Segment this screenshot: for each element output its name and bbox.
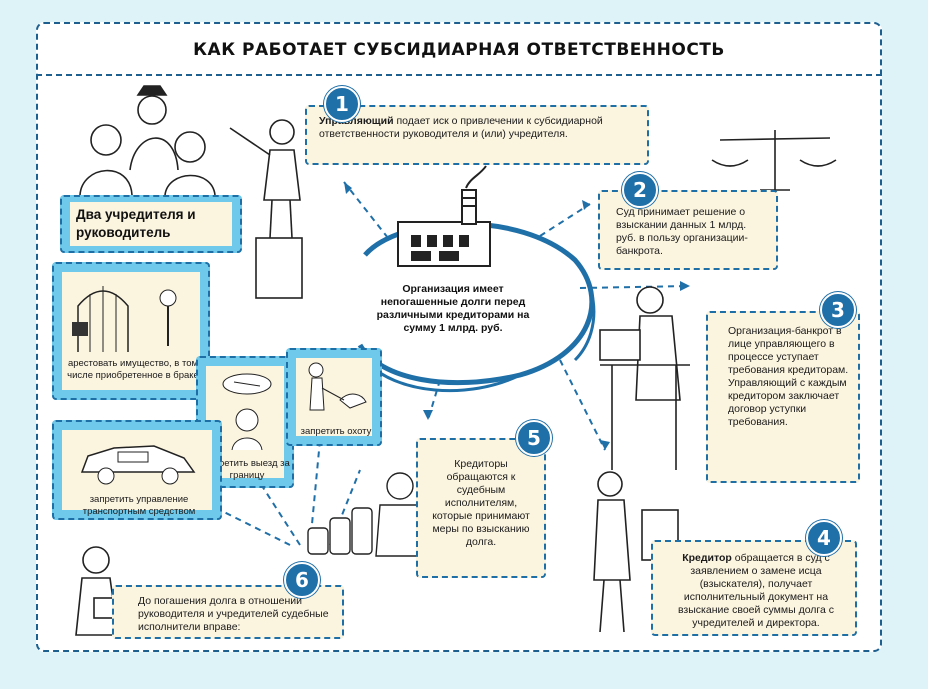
- action-driving-box: запретить управление транспортным средст…: [52, 420, 222, 520]
- step-3-badge: 3: [820, 292, 856, 328]
- step-5-text: Кредиторы обращаются к судебным исполнит…: [432, 458, 530, 548]
- step-6-badge: 6: [284, 562, 320, 598]
- title-bar: КАК РАБОТАЕТ СУБСИДИАРНАЯ ОТВЕТСТВЕННОСТ…: [36, 22, 882, 76]
- step-4-bold: Кредитор: [682, 552, 732, 564]
- manager-sketch: [229, 119, 303, 299]
- factory-icon: [397, 165, 491, 267]
- car-icon: [80, 445, 196, 485]
- travel-ban-icon: [222, 373, 272, 450]
- action-driving-text: запретить управление транспортным средст…: [82, 494, 196, 517]
- step-2-note: Суд принимает решение о взыскании данных…: [598, 190, 778, 270]
- step-6-text: До погашения долга в отношении руководит…: [138, 595, 329, 633]
- bailiff-sketch: [75, 546, 119, 636]
- step-3-note: Организация-банкрот в лице управляющего …: [706, 311, 860, 483]
- step-5-note: Кредиторы обращаются к судебным исполнит…: [416, 438, 546, 578]
- founders-label: Два учредителя и руководитель: [70, 202, 232, 246]
- step-4-text: обращается в суд с заявлением о замене и…: [677, 552, 835, 629]
- founders-sketch: [79, 85, 216, 196]
- step-1-badge: 1: [324, 86, 360, 122]
- step-1-note: Управляющий подает иск о привлечении к с…: [305, 105, 649, 165]
- arrow-heads: [344, 182, 690, 450]
- laptop-person-sketch: [599, 286, 690, 470]
- step-2-badge: 2: [622, 172, 658, 208]
- page-title: КАК РАБОТАЕТ СУБСИДИАРНАЯ ОТВЕТСТВЕННОСТ…: [193, 40, 725, 60]
- birdcage-icon: [72, 286, 177, 352]
- action-hunting-text: запретить охоту: [300, 426, 372, 437]
- hunting-ban-icon: [308, 362, 367, 411]
- action-arrest-box: арестовать имущество, в том числе приобр…: [52, 262, 210, 400]
- step-1-text: подает иск о привлечении к субсидиарной …: [319, 115, 603, 140]
- step-5-badge: 5: [516, 420, 552, 456]
- center-organization-text: Организация имеет непогашенные долги пер…: [376, 283, 530, 334]
- founders-box: Два учредителя и руководитель: [60, 195, 242, 253]
- coins-sketch: [307, 472, 427, 557]
- action-travel-text: запретить выезд за границу: [204, 458, 290, 481]
- step-4-badge: 4: [806, 520, 842, 556]
- action-arrest-text: арестовать имущество, в том числе приобр…: [67, 358, 199, 381]
- action-hunting-box: запретить охоту: [286, 348, 382, 446]
- step-4-note: Кредитор обращается в суд с заявлением о…: [651, 540, 857, 636]
- step-3-text: Организация-банкрот в лице управляющего …: [728, 325, 849, 428]
- scales-sketch: [711, 130, 837, 191]
- step-2-text: Суд принимает решение о взыскании данных…: [616, 206, 748, 257]
